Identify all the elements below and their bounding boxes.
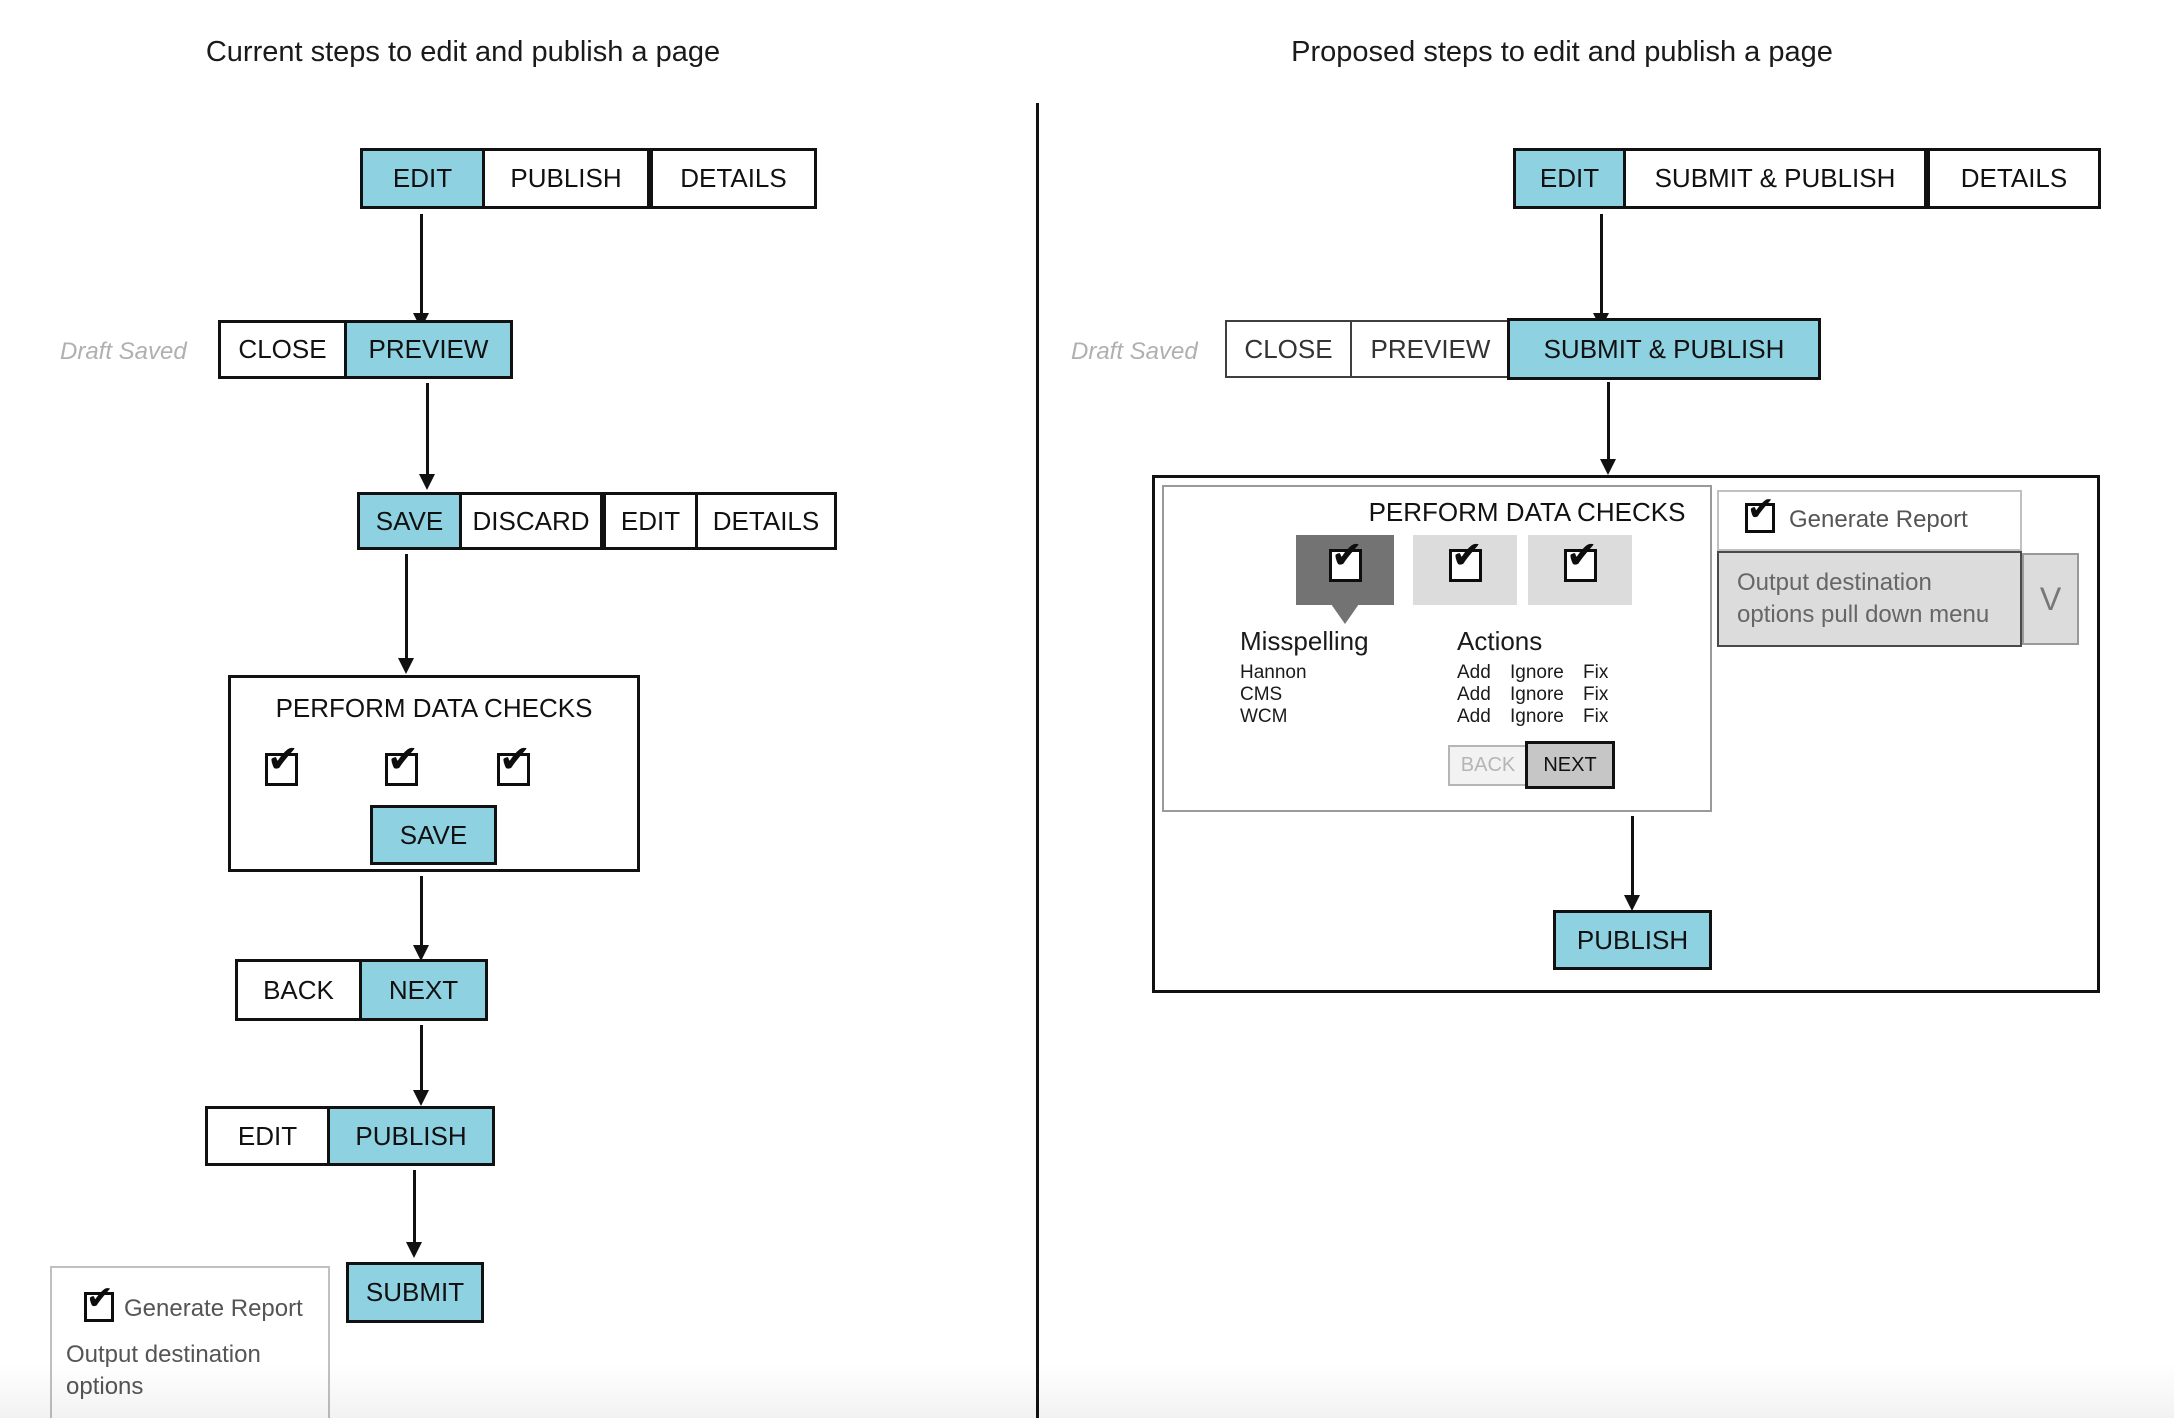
action-ignore-link[interactable]: Ignore	[1510, 684, 1564, 705]
left-preview-button[interactable]: PREVIEW	[344, 320, 513, 379]
checkbox-checked-icon[interactable]	[84, 1281, 114, 1322]
selected-tile-pointer	[1331, 604, 1359, 624]
action-add-link[interactable]: Add	[1457, 662, 1491, 683]
column-divider	[1036, 103, 1039, 1418]
dropdown-text-line1: Output destination	[1737, 569, 1932, 596]
action-ignore-link[interactable]: Ignore	[1510, 706, 1564, 727]
left-edit2-button[interactable]: EDIT	[205, 1106, 330, 1166]
left-close-button[interactable]: CLOSE	[218, 320, 347, 379]
left-save-button[interactable]: SAVE	[357, 492, 462, 550]
right-preview-button[interactable]: PREVIEW	[1350, 320, 1511, 378]
flow-arrow-down	[1624, 816, 1640, 911]
left-submit-button[interactable]: SUBMIT	[346, 1262, 484, 1323]
left-output-destination-line2: options	[66, 1373, 144, 1400]
action-add-link[interactable]: Add	[1457, 706, 1491, 727]
right-page-title: Proposed steps to edit and publish a pag…	[1291, 36, 1833, 68]
left-data-checks-title: PERFORM DATA CHECKS	[275, 693, 593, 723]
right-draft-saved-label: Draft Saved	[1071, 338, 1198, 365]
flow-arrow-down	[406, 1170, 422, 1258]
checkbox-checked-icon[interactable]	[265, 740, 299, 786]
right-submit-publish-button[interactable]: SUBMIT & PUBLISH	[1507, 318, 1821, 380]
left-tab-publish[interactable]: PUBLISH	[482, 148, 650, 209]
chevron-down-icon[interactable]: V	[2022, 553, 2079, 645]
left-back-button[interactable]: BACK	[235, 959, 362, 1021]
output-destination-dropdown[interactable]: Output destination options pull down men…	[1717, 551, 2022, 647]
action-ignore-link[interactable]: Ignore	[1510, 662, 1564, 683]
misspelling-item: WCM	[1240, 706, 1288, 727]
flow-arrow-down	[413, 876, 429, 961]
right-publish-button[interactable]: PUBLISH	[1553, 910, 1712, 970]
left-checks-save-button[interactable]: SAVE	[370, 805, 497, 865]
right-tab-submit-publish[interactable]: SUBMIT & PUBLISH	[1623, 148, 1927, 209]
checkbox-checked-icon[interactable]	[1449, 536, 1483, 582]
left-tab-edit[interactable]: EDIT	[360, 148, 485, 209]
left-details-button[interactable]: DETAILS	[695, 492, 837, 550]
misspelling-header: Misspelling	[1240, 626, 1369, 656]
flow-arrow-down	[398, 554, 414, 674]
right-generate-report-label: Generate Report	[1789, 506, 1968, 533]
right-tab-details[interactable]: DETAILS	[1927, 148, 2101, 209]
flow-arrow-down	[1600, 382, 1616, 475]
checkbox-checked-icon[interactable]	[1329, 536, 1363, 582]
left-page-title: Current steps to edit and publish a page	[205, 36, 721, 68]
action-fix-link[interactable]: Fix	[1583, 706, 1609, 727]
dropdown-text-line2: options pull down menu	[1737, 601, 1990, 628]
action-fix-link[interactable]: Fix	[1583, 662, 1609, 683]
left-tab-details[interactable]: DETAILS	[650, 148, 817, 209]
left-next-button[interactable]: NEXT	[359, 959, 488, 1021]
misspelling-item: CMS	[1240, 684, 1283, 705]
left-generate-report-label: Generate Report	[124, 1295, 303, 1322]
left-publish-button[interactable]: PUBLISH	[327, 1106, 495, 1166]
flow-arrow-down	[413, 214, 429, 329]
flow-arrow-down	[419, 383, 435, 490]
actions-header: Actions	[1457, 626, 1543, 656]
right-close-button[interactable]: CLOSE	[1225, 320, 1352, 378]
right-back-button[interactable]: BACK	[1448, 745, 1528, 786]
left-edit-button[interactable]: EDIT	[603, 492, 698, 550]
action-fix-link[interactable]: Fix	[1583, 684, 1609, 705]
checkbox-checked-icon[interactable]	[1564, 536, 1598, 582]
misspelling-item: Hannon	[1240, 662, 1307, 683]
action-add-link[interactable]: Add	[1457, 684, 1491, 705]
left-output-destination-line1: Output destination	[66, 1341, 261, 1368]
checkbox-checked-icon[interactable]	[385, 740, 419, 786]
checkbox-checked-icon[interactable]	[497, 740, 531, 786]
flow-arrow-down	[1593, 214, 1609, 329]
left-draft-saved-label: Draft Saved	[60, 338, 187, 365]
flow-arrow-down	[413, 1025, 429, 1106]
checkbox-checked-icon[interactable]	[1745, 492, 1775, 533]
right-tab-edit[interactable]: EDIT	[1513, 148, 1626, 209]
right-data-checks-title: PERFORM DATA CHECKS	[1368, 497, 1686, 527]
right-next-button[interactable]: NEXT	[1525, 741, 1615, 789]
left-discard-button[interactable]: DISCARD	[459, 492, 603, 550]
